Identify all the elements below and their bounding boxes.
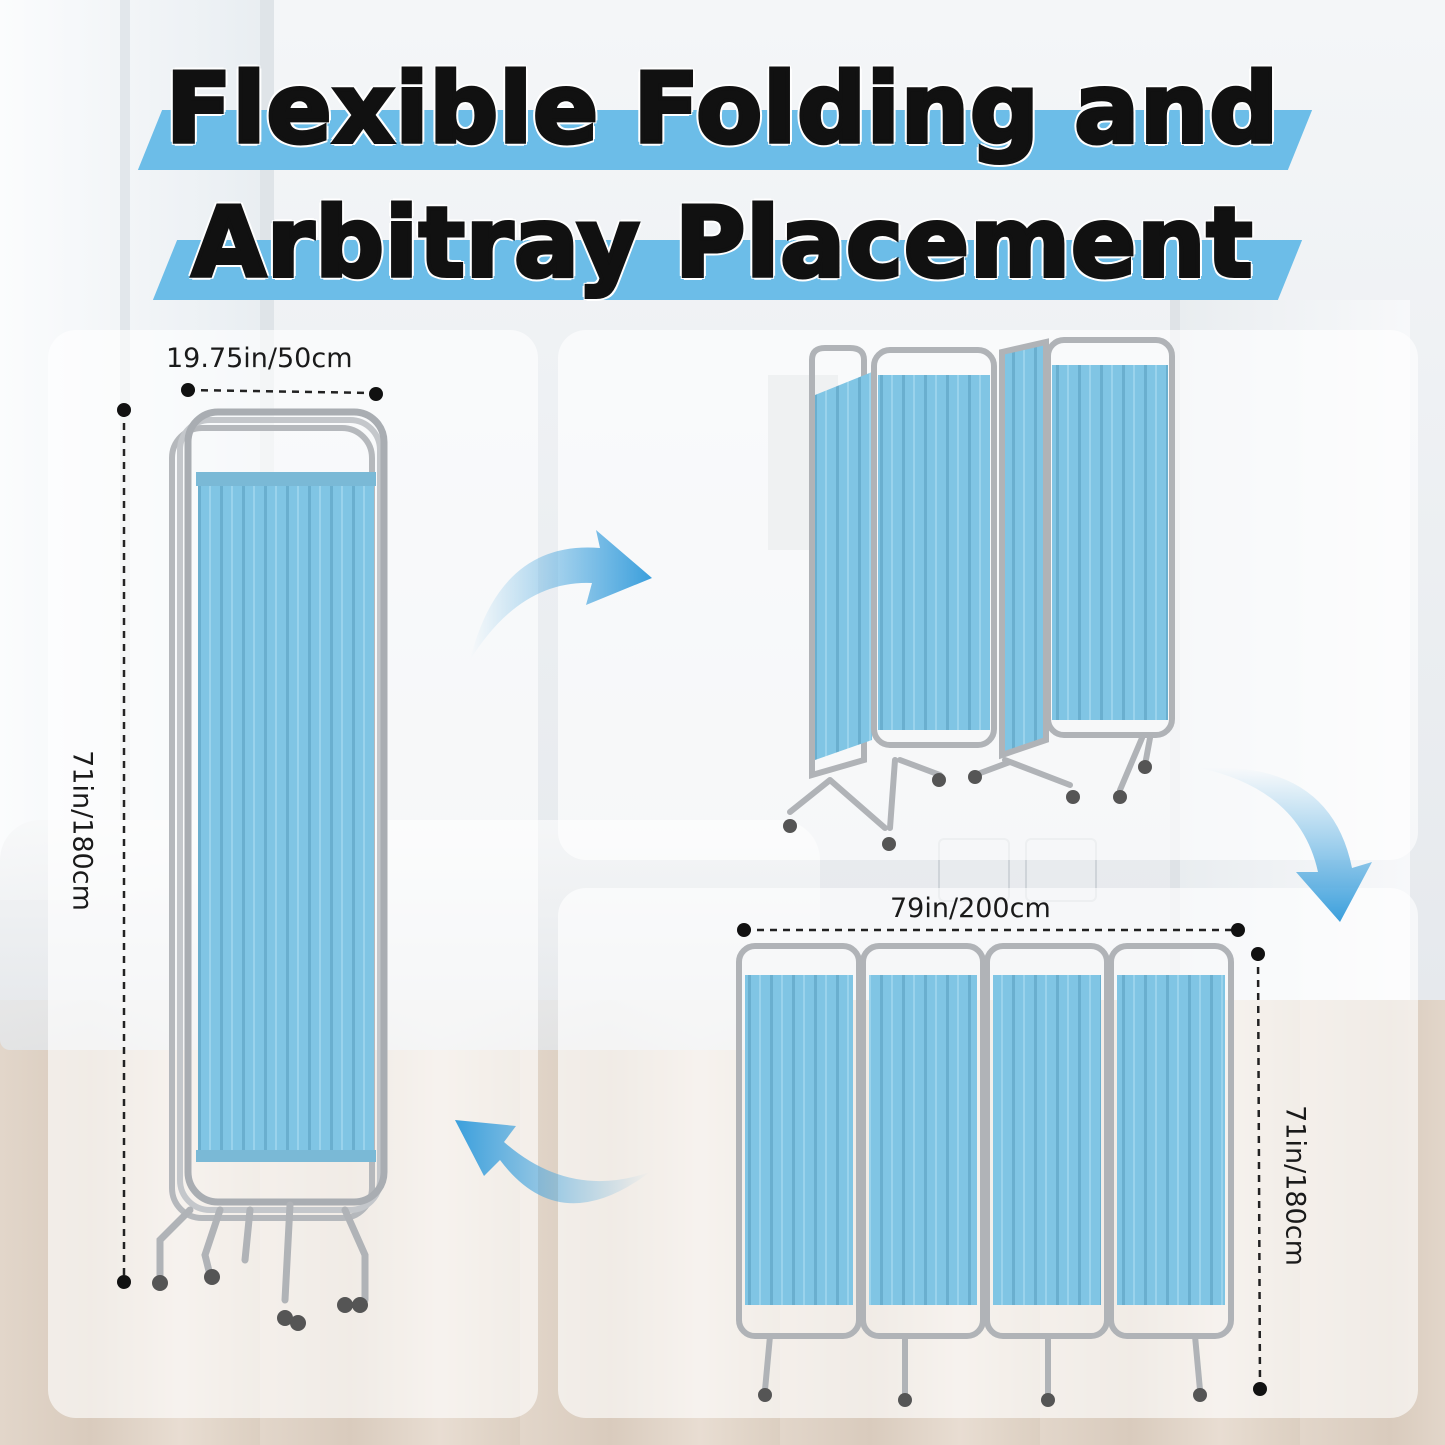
dimension-height-unfolded: 71in/180cm xyxy=(1279,1105,1311,1266)
partially-folded-screen xyxy=(783,337,1175,851)
curved-arrow-icon xyxy=(470,530,652,660)
curved-arrow-icon xyxy=(1200,767,1372,922)
dimension-lines-right xyxy=(737,923,1267,1396)
dimension-lines-left xyxy=(117,383,383,1289)
folded-screen xyxy=(152,408,388,1331)
curved-arrow-icon xyxy=(455,1120,650,1204)
unfolded-screen xyxy=(736,943,1234,1407)
title-line-2: Arbitray Placement xyxy=(190,186,1255,300)
title-line-1: Flexible Folding and xyxy=(164,52,1280,166)
dimension-width-folded: 19.75in/50cm xyxy=(166,343,353,374)
dimension-height-folded: 71in/180cm xyxy=(66,750,98,911)
dimension-width-unfolded: 79in/200cm xyxy=(890,893,1051,924)
